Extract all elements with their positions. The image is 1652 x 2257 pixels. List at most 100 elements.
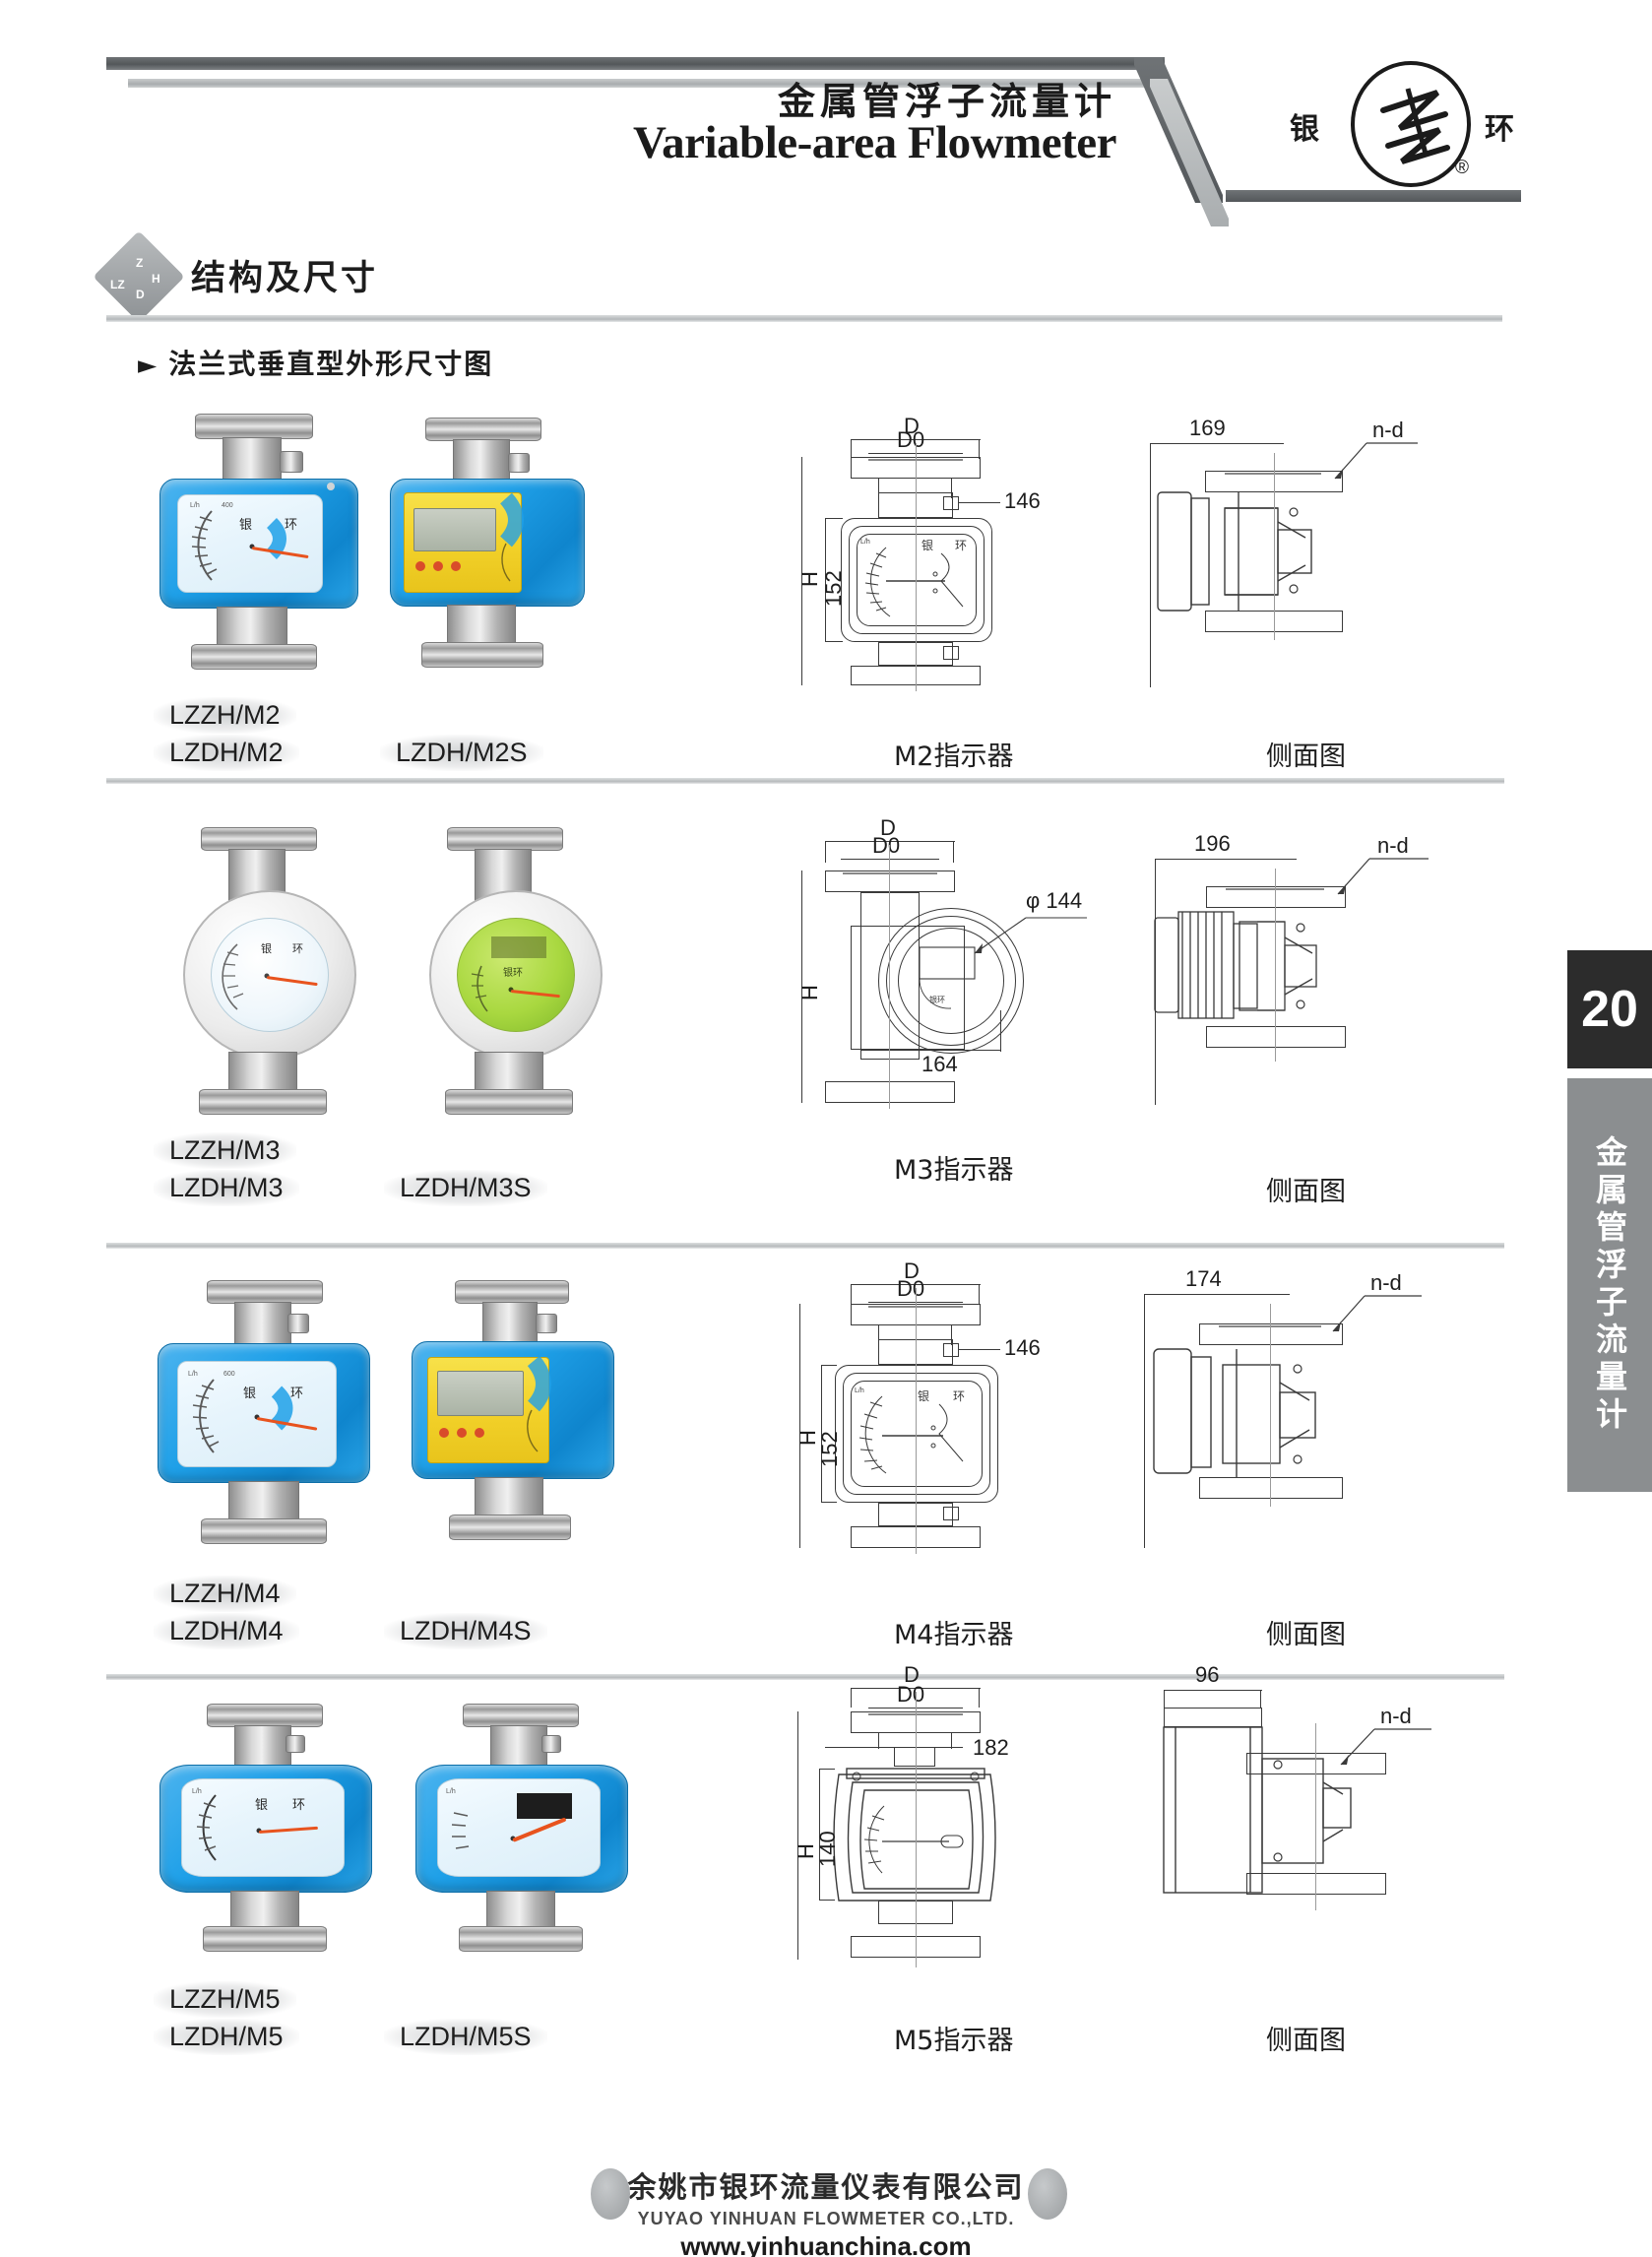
model-label-lzzh-m2: LZZH/M2 xyxy=(154,697,296,734)
dial-scale-m4-icon: L/h 600 银 环 xyxy=(188,1371,303,1453)
svg-text:环: 环 xyxy=(285,517,297,532)
drawing-m4-dial-icon: L/h 银 环 xyxy=(855,1387,965,1474)
dimension-drawing-m2-side: 169 n-d xyxy=(1130,414,1455,709)
model-label-lzdh-m3s: LZDH/M3S xyxy=(384,1170,547,1206)
company-name-chinese: 余姚市银环流量仪表有限公司 xyxy=(627,2170,1025,2204)
header-bar-right xyxy=(1226,190,1521,202)
caption-indicator-m4: M4指示器 xyxy=(894,1620,1014,1650)
header-bar-light xyxy=(128,79,1147,88)
dim-nd-m4: n-d xyxy=(1370,1270,1402,1295)
caption-side-view-m3: 侧面图 xyxy=(1266,1177,1346,1207)
model-label-lzzh-m4: LZZH/M4 xyxy=(154,1576,296,1612)
page-title-english: Variable-area Flowmeter xyxy=(633,117,1116,168)
brand-registered-mark: ® xyxy=(1455,158,1469,178)
page-number-tab: 20 xyxy=(1567,950,1652,1068)
footer-ornament-left-icon xyxy=(591,2168,630,2220)
dim-152-m2: 152 xyxy=(821,570,846,607)
svg-text:银: 银 xyxy=(921,539,933,552)
company-name-english: YUYAO YINHUAN FLOWMETER CO.,LTD. xyxy=(637,2209,1015,2228)
section-header: LZ Z D H 结构及尺寸 xyxy=(93,230,1504,323)
product-row-m4: L/h 600 银 环 xyxy=(106,1258,1504,1650)
dimension-drawing-m3-front: D D0 银环 φ 144 164 xyxy=(795,815,1111,1132)
product-photo-lzdh-m4s xyxy=(398,1280,634,1576)
dimension-drawing-m5-front: D D0 182 xyxy=(794,1662,1091,1999)
svg-text:L/h: L/h xyxy=(860,539,870,546)
page-number: 20 xyxy=(1581,981,1638,1038)
svg-text:环: 环 xyxy=(953,1389,965,1403)
round-dial-green-icon: 银环 xyxy=(471,936,546,1012)
dim-174-m4: 174 xyxy=(1185,1266,1222,1291)
dim-146-m4: 146 xyxy=(1004,1335,1041,1360)
dimension-drawing-m5-side: 96 n-d xyxy=(1130,1662,1465,1999)
model-label-lzdh-m3: LZDH/M3 xyxy=(154,1170,299,1206)
dim-164-m3: 164 xyxy=(921,1052,958,1076)
header-diagonal-light xyxy=(1150,79,1229,226)
dial-scale-m5-icon: L/h 银 环 xyxy=(192,1788,305,1861)
svg-text:银: 银 xyxy=(255,1797,268,1812)
model-label-lzdh-m5: LZDH/M5 xyxy=(154,2019,299,2055)
model-label-lzzh-m3: LZZH/M3 xyxy=(154,1132,296,1169)
caption-indicator-m5: M5指示器 xyxy=(894,2026,1014,2056)
brand-oval-icon xyxy=(1351,61,1471,187)
dimension-drawing-m3-side: 196 n-d xyxy=(1145,827,1470,1132)
dial-scale-small-icon xyxy=(499,492,524,582)
svg-text:银: 银 xyxy=(918,1389,929,1403)
model-label-lzdh-m4s: LZDH/M4S xyxy=(384,1613,547,1649)
row-divider-2 xyxy=(106,1243,1504,1249)
caption-indicator-m2: M2指示器 xyxy=(894,742,1014,772)
svg-text:L/h: L/h xyxy=(188,1371,198,1378)
svg-text:600: 600 xyxy=(223,1371,235,1378)
caption-indicator-m3: M3指示器 xyxy=(894,1155,1014,1186)
round-dial-icon: 银 环 xyxy=(222,941,303,1010)
company-website[interactable]: www.yinhuanchina.com xyxy=(680,2231,972,2257)
svg-text:银: 银 xyxy=(261,941,272,955)
caption-side-view-m5: 侧面图 xyxy=(1266,2026,1346,2056)
dim-d0-m5: D0 xyxy=(897,1682,925,1707)
caption-side-view-m2: 侧面图 xyxy=(1266,742,1346,772)
side-view-detail-icon xyxy=(1157,442,1418,612)
section-diamond-label: LZ Z D H xyxy=(106,244,171,309)
dim-d0-m4: D0 xyxy=(897,1276,925,1301)
dim-nd-m2: n-d xyxy=(1372,418,1404,442)
product-row-m2: L/h 400 银 环 xyxy=(106,414,1504,772)
model-label-lzdh-m2s: LZDH/M2S xyxy=(380,735,543,771)
dim-d0-m3: D0 xyxy=(872,833,901,858)
dim-196-m3: 196 xyxy=(1194,831,1231,856)
product-photo-lzzh-m2: L/h 400 银 环 xyxy=(146,414,372,699)
dimension-drawing-m4-side: 174 n-d xyxy=(1130,1266,1465,1576)
side-view-m4-detail-icon xyxy=(1153,1295,1422,1477)
model-label-lzdh-m5s: LZDH/M5S xyxy=(384,2019,547,2055)
svg-text:银环: 银环 xyxy=(929,995,945,1004)
svg-text:银: 银 xyxy=(239,517,252,532)
svg-text:银环: 银环 xyxy=(503,966,523,979)
drawing-m3-dial-icon: 银环 xyxy=(919,917,1087,1009)
dim-nd-m3: n-d xyxy=(1377,833,1409,858)
dim-phi144-m3: φ 144 xyxy=(1026,888,1083,913)
caption-side-view-m4: 侧面图 xyxy=(1266,1620,1346,1650)
section-title: 结构及尺寸 xyxy=(191,259,379,298)
svg-text:L/h: L/h xyxy=(192,1788,202,1795)
row-divider-1 xyxy=(106,778,1504,784)
svg-text:L/h: L/h xyxy=(855,1387,864,1394)
subsection-label: 法兰式垂直型外形尺寸图 xyxy=(168,348,494,380)
product-photo-lzdh-m2s xyxy=(374,414,601,699)
diamond-text-lz: LZ xyxy=(110,278,125,291)
product-row-m5: L/h 银 环 xyxy=(106,1662,1504,2056)
dim-146-m2: 146 xyxy=(1004,488,1041,513)
row-divider-3 xyxy=(106,1674,1504,1680)
svg-text:环: 环 xyxy=(290,1386,303,1400)
section-divider xyxy=(106,315,1502,322)
dial-scale-m5s-icon: L/h xyxy=(446,1788,572,1849)
dim-96-m5: 96 xyxy=(1195,1662,1220,1687)
dimension-drawing-m2-front: D D0 146 xyxy=(795,414,1091,709)
brand-char-right: 环 xyxy=(1485,112,1514,147)
svg-text:L/h: L/h xyxy=(190,502,200,509)
page-vertical-label: 金属管浮子流量计 xyxy=(1591,1135,1628,1435)
svg-text:400: 400 xyxy=(222,502,233,509)
model-label-lzzh-m5: LZZH/M5 xyxy=(154,1981,296,2018)
product-photo-lzdh-m3s: 银环 xyxy=(392,827,628,1123)
side-view-m5-detail-icon xyxy=(1163,1726,1431,1894)
dim-nd-m5: n-d xyxy=(1380,1704,1412,1728)
dim-d-m5: D xyxy=(904,1662,920,1687)
dim-h-m4: H xyxy=(795,1430,820,1446)
